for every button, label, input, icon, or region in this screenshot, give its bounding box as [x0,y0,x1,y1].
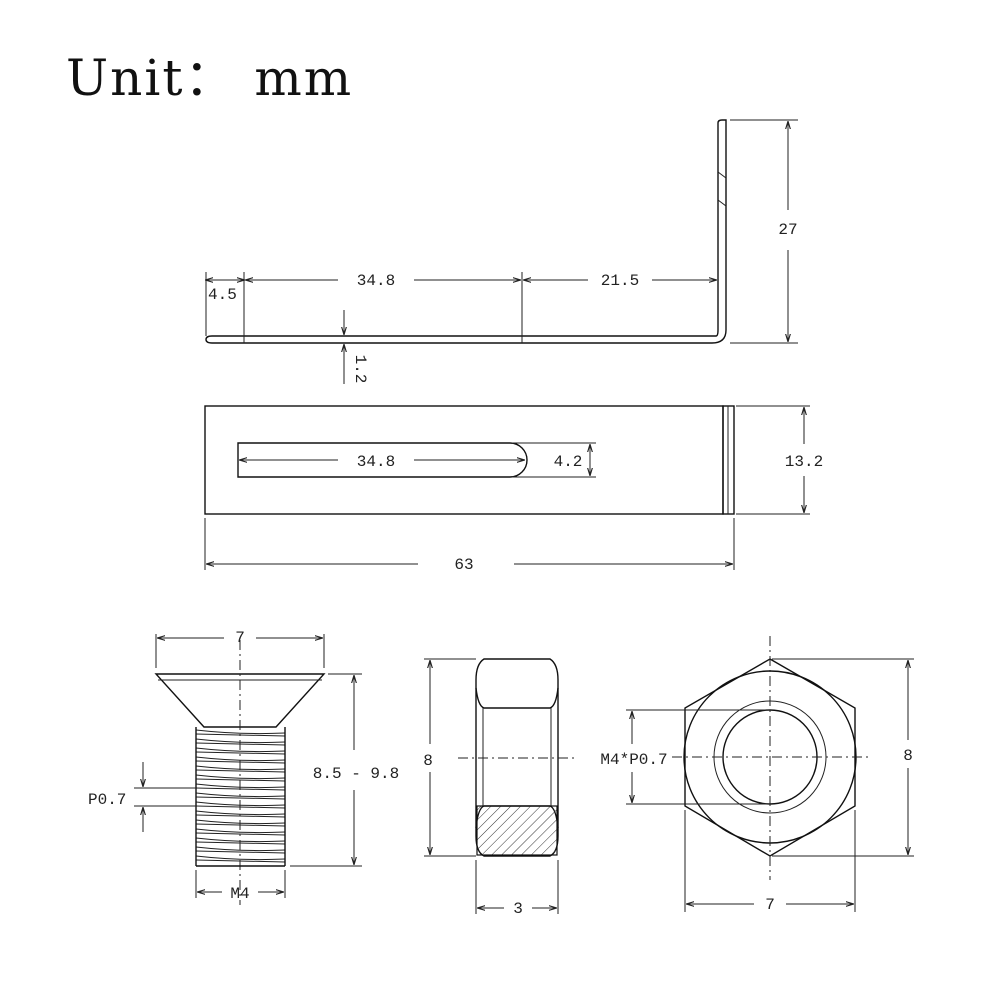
dim-screw-length: 8.5 - 9.8 [313,765,399,783]
bracket-side-profile [205,119,727,344]
bracket-top-view: 34.8 4.2 13.2 63 [204,405,823,574]
dim-nut-thread: M4*P0.7 [600,751,667,769]
dim-bracket-height: 27 [778,221,797,239]
screw-thread [195,729,286,863]
bracket-bend-mark [717,199,727,207]
dim-slot-length: 34.8 [357,453,395,471]
dim-screw-head: 7 [235,629,245,647]
screw-head [154,673,326,728]
dim-nut-thickness: 3 [513,900,523,918]
bracket-bend-mark [717,171,727,179]
dim-nut-front-width: 7 [765,896,775,914]
dim-bracket-right: 21.5 [601,272,639,290]
dim-bracket-left: 4.5 [208,286,237,304]
bracket-side-view: 4.5 34.8 21.5 27 1.2 [205,119,798,384]
dim-bracket-thickness: 1.2 [351,355,369,384]
nut-side-outline [475,658,559,857]
unit-title: Unit： mm [66,49,354,107]
dim-nut-side-height: 8 [423,752,433,770]
dim-screw-pitch: P0.7 [88,791,126,809]
nut-front-view: M4*P0.7 8 7 [600,636,914,914]
dim-slot-width: 4.2 [554,453,583,471]
bracket-slot [237,442,528,478]
dim-screw-thread: M4 [230,885,249,903]
dim-nut-front-height: 8 [903,747,913,765]
nut-side-view: 8 3 [423,658,578,918]
dim-plate-width: 13.2 [785,453,823,471]
countersunk-screw: 7 8.5 - 9.8 P0.7 M4 [88,629,399,905]
dim-bracket-slot: 34.8 [357,272,395,290]
dim-plate-length: 63 [454,556,473,574]
nut-section-hatch [476,805,558,856]
